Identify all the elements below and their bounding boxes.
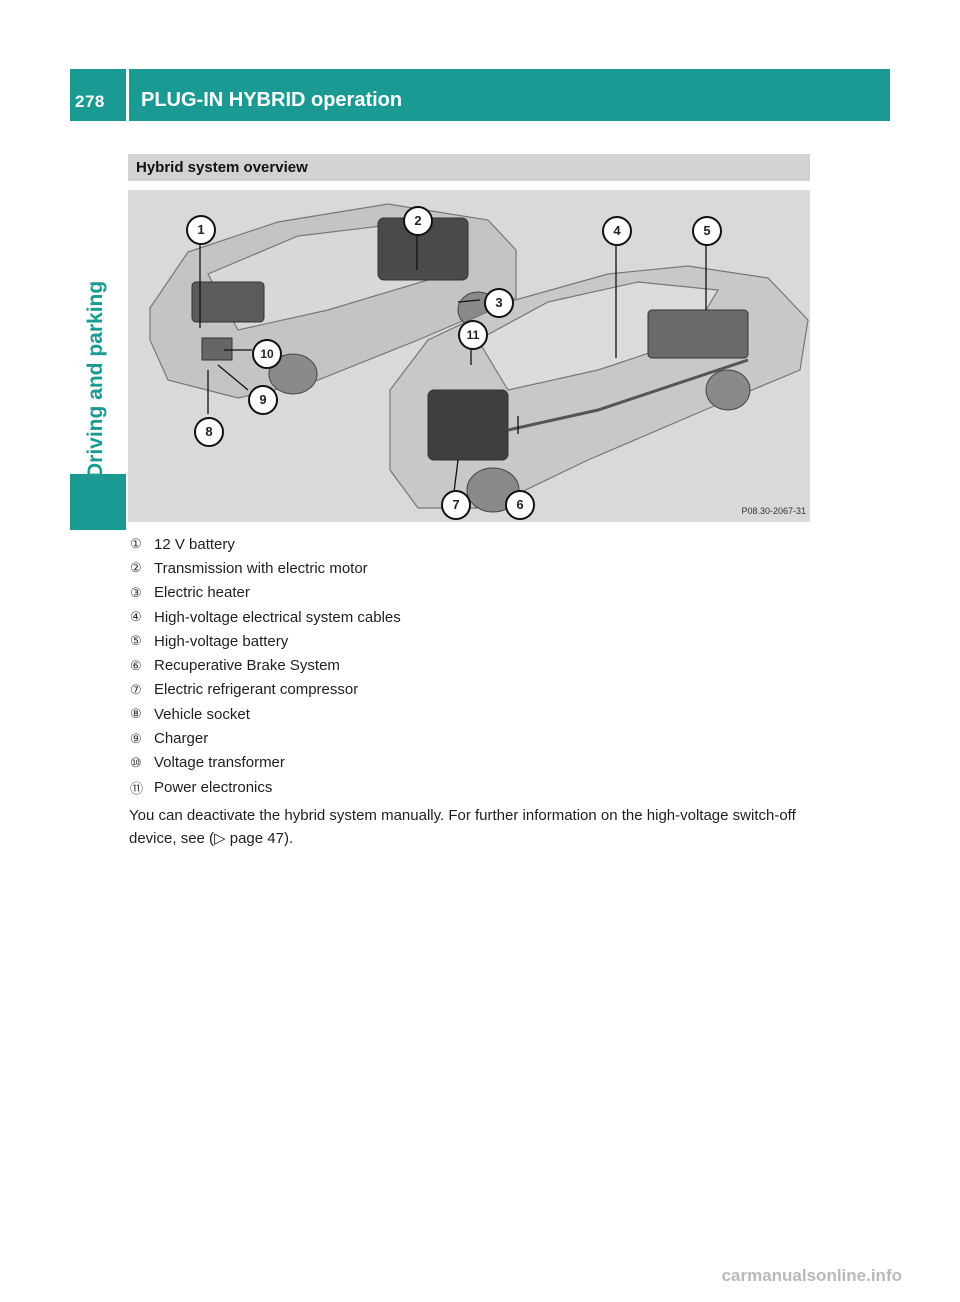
callout-6: 6 bbox=[505, 490, 535, 520]
legend-label: Electric refrigerant compressor bbox=[154, 681, 358, 698]
front-car-rear-wheel bbox=[706, 370, 750, 410]
legend-label: Power electronics bbox=[154, 779, 272, 796]
callout-2: 2 bbox=[403, 206, 433, 236]
legend-number: ⑦ bbox=[130, 682, 154, 698]
legend-label: Vehicle socket bbox=[154, 706, 250, 723]
callout-3: 3 bbox=[484, 288, 514, 318]
legend-number: ④ bbox=[130, 609, 154, 625]
legend-number: ⑤ bbox=[130, 633, 154, 649]
legend-number: ⑪ bbox=[130, 778, 154, 797]
callout-11: 11 bbox=[458, 320, 488, 350]
legend-label: Electric heater bbox=[154, 584, 250, 601]
legend-label: High-voltage battery bbox=[154, 633, 288, 650]
side-tab-label: Driving and parking bbox=[84, 281, 108, 478]
legend-label: Transmission with electric motor bbox=[154, 560, 368, 577]
legend-number: ① bbox=[130, 536, 154, 552]
legend-label: 12 V battery bbox=[154, 536, 235, 553]
page-title: PLUG-IN HYBRID operation bbox=[141, 89, 402, 112]
side-tab-block bbox=[70, 474, 126, 530]
callout-4: 4 bbox=[602, 216, 632, 246]
page-number: 278 bbox=[75, 92, 105, 112]
legend-number: ⑨ bbox=[130, 731, 154, 747]
callout-9: 9 bbox=[248, 385, 278, 415]
watermark: carmanualsonline.info bbox=[722, 1266, 902, 1286]
legend-number: ⑩ bbox=[130, 755, 154, 771]
legend-number: ⑧ bbox=[130, 706, 154, 722]
legend-label: Recuperative Brake System bbox=[154, 657, 340, 674]
hybrid-system-figure: 1 2 3 4 5 6 7 8 9 10 11 P08.30-2067-31 bbox=[128, 190, 810, 522]
callout-7: 7 bbox=[441, 490, 471, 520]
legend-number: ② bbox=[130, 560, 154, 576]
callout-1: 1 bbox=[186, 215, 216, 245]
figure-code: P08.30-2067-31 bbox=[741, 506, 806, 516]
section-heading: Hybrid system overview bbox=[128, 154, 810, 181]
callout-10: 10 bbox=[252, 339, 282, 369]
legend-label: Voltage transformer bbox=[154, 754, 285, 771]
callout-5: 5 bbox=[692, 216, 722, 246]
legend-number: ⑥ bbox=[130, 658, 154, 674]
legend-label: High-voltage electrical system cables bbox=[154, 609, 401, 626]
header-separator bbox=[126, 69, 129, 121]
legend-label: Charger bbox=[154, 730, 208, 747]
callout-8: 8 bbox=[194, 417, 224, 447]
body-paragraph: You can deactivate the hybrid system man… bbox=[129, 804, 819, 850]
section-heading-text: Hybrid system overview bbox=[136, 159, 308, 176]
legend-number: ③ bbox=[130, 585, 154, 601]
